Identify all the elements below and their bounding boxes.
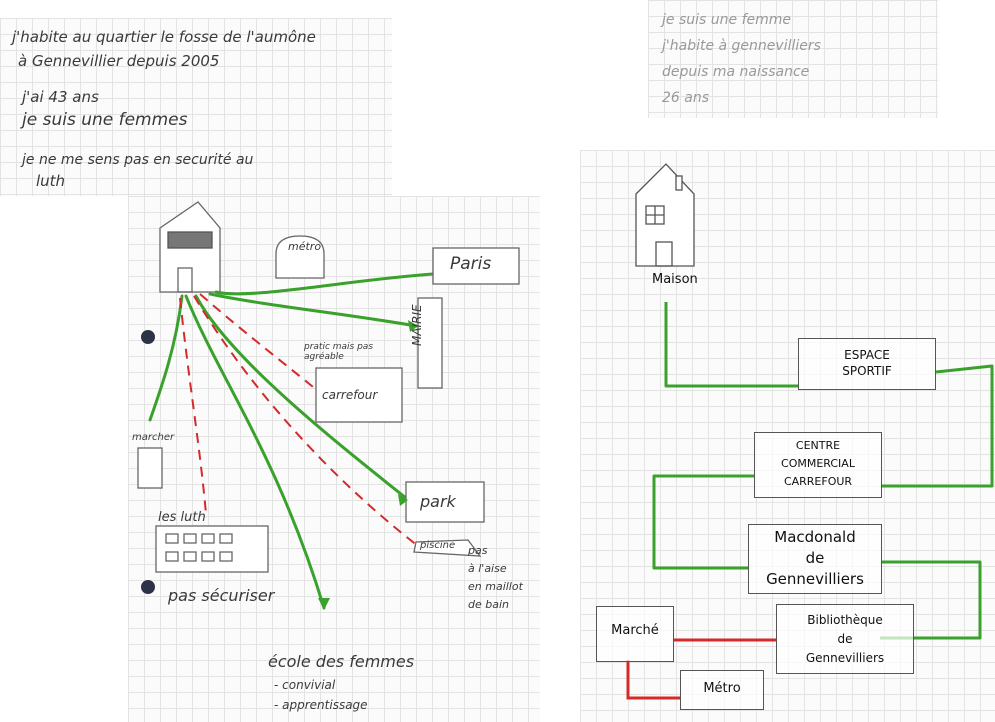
marche-box: Marché — [596, 606, 674, 662]
macdonald-box: Macdonald de Gennevilliers — [748, 524, 882, 594]
carrefour-box — [315, 367, 403, 423]
ecole-label: école des femmes — [268, 652, 415, 671]
note-line-6: luth — [36, 172, 66, 190]
centre-commercial-box: CENTRE COMMERCIAL CARREFOUR — [754, 432, 882, 498]
mairie-box — [417, 297, 443, 389]
pas-a-laise-label: pas à l'aise en maillot de bain — [468, 544, 523, 611]
marcher-box — [137, 447, 163, 489]
metro-shape — [275, 235, 325, 279]
note-line-1: j'habite au quartier le fosse de l'aumôn… — [12, 28, 316, 46]
right-map-drawing — [626, 163, 994, 700]
carrefour-label: carrefour — [322, 388, 378, 402]
note-line-2: à Gennevillier depuis 2005 — [18, 52, 220, 70]
house-drawing — [159, 201, 221, 293]
pas-securiser-label: pas sécuriser — [168, 586, 275, 605]
maison-label: Maison — [652, 272, 698, 287]
luth-label: les luth — [158, 510, 206, 525]
note2-line-1: je suis une femme — [662, 12, 791, 28]
top-right-note-sheet: je suis une femme j'habite à gennevillie… — [648, 0, 938, 118]
note2-line-2: j'habite à gennevilliers — [662, 38, 821, 54]
piscine-shape — [413, 539, 482, 557]
park-label: park — [420, 492, 456, 511]
maison-house — [635, 163, 695, 267]
paris-label: Paris — [450, 254, 492, 274]
green-paths — [148, 272, 435, 610]
left-map-drawing — [137, 201, 520, 610]
binder-hole-top — [141, 330, 155, 344]
right-map-sheet: Maison ESPACE SPORTIF CENTRE COMMERCIAL … — [580, 150, 995, 722]
note2-line-3: depuis ma naissance — [662, 64, 810, 80]
note-line-5: je ne me sens pas en securité au — [22, 152, 254, 168]
left-map-sheet: métro Paris MAIRIE pratic mais pas agréa… — [128, 196, 540, 722]
metro-box: Métro — [680, 670, 764, 710]
espace-sportif-box: ESPACE SPORTIF — [798, 338, 936, 390]
convivial-label: - convivial — [274, 678, 336, 692]
piscine-label: piscine — [420, 540, 456, 551]
apprentissage-label: - apprentissage — [274, 698, 368, 712]
binder-hole-bottom — [141, 580, 155, 594]
mairie-label: MAIRIE — [410, 304, 424, 346]
park-box — [405, 481, 485, 523]
note-line-4: je suis une femmes — [22, 110, 188, 130]
note2-line-4: 26 ans — [662, 90, 710, 106]
pratique-label: pratic mais pas agréable — [304, 342, 374, 362]
marcher-label: marcher — [132, 432, 175, 443]
paris-box — [432, 247, 520, 285]
bibliotheque-box: Bibliothèque de Gennevilliers — [776, 604, 914, 674]
luth-building — [155, 525, 269, 573]
red-dashed-paths — [179, 293, 419, 547]
note-line-3: j'ai 43 ans — [22, 88, 99, 106]
top-left-note-sheet: j'habite au quartier le fosse de l'aumôn… — [0, 18, 392, 196]
metro-label: métro — [288, 240, 322, 253]
green-route — [652, 302, 994, 640]
red-route — [626, 638, 776, 700]
